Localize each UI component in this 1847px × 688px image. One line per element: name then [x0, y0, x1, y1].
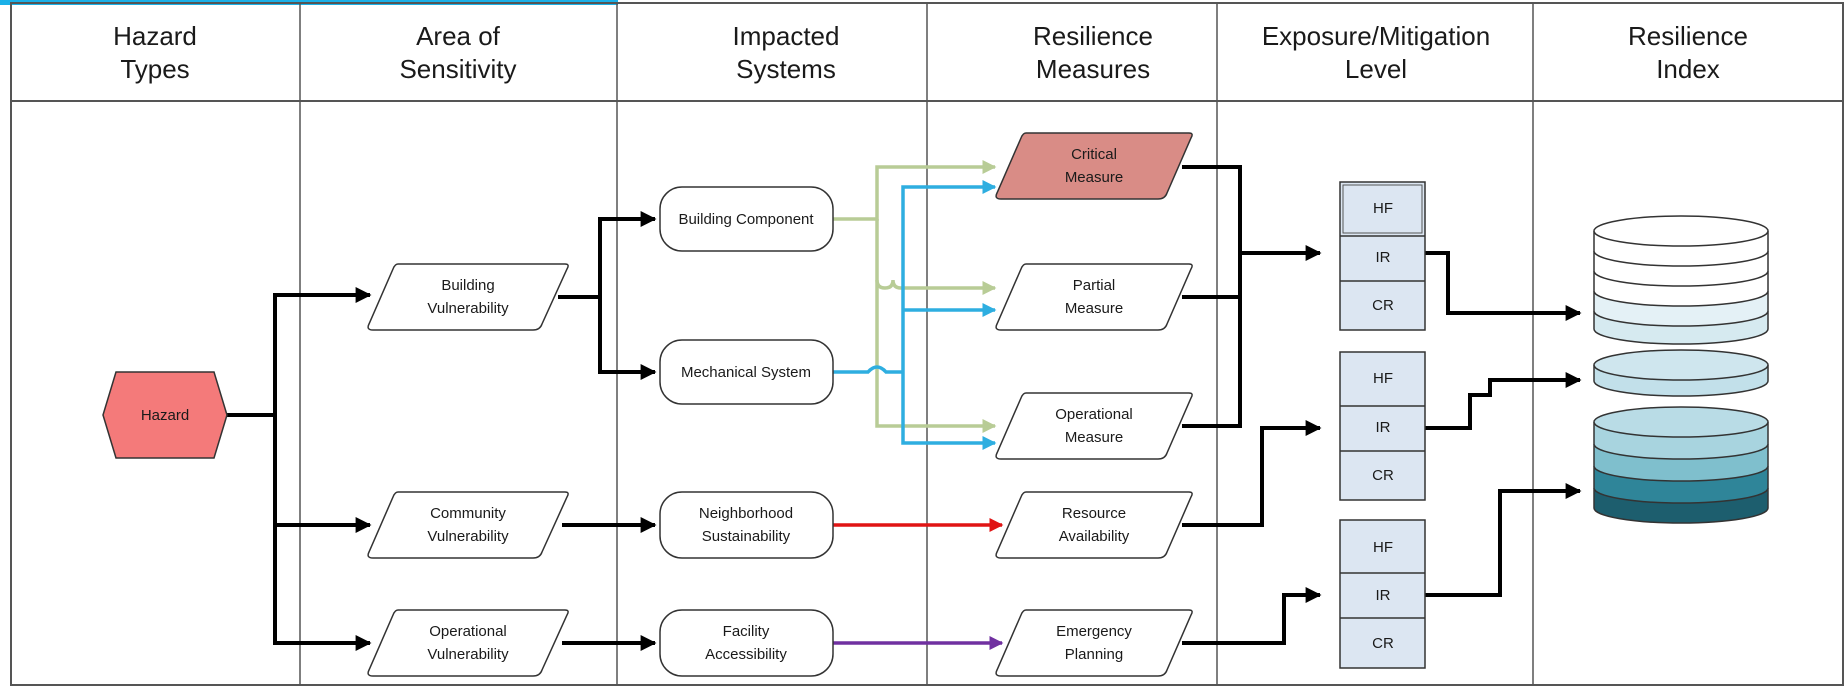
header-line1: Area of — [416, 21, 501, 51]
level-group-1: HF IR CR — [1339, 181, 1426, 331]
area-node-operational: Operational Vulnerability — [367, 609, 569, 677]
level-ir: IR — [1376, 587, 1391, 604]
measure-node-operational: Operational Measure — [995, 392, 1193, 460]
column-header-hazard-types: Hazard Types — [113, 21, 197, 84]
header-line2: Types — [120, 54, 189, 84]
hazard-label: Hazard — [141, 407, 189, 424]
index-stack-top — [1593, 215, 1769, 345]
measure-line1: Resource — [1062, 505, 1126, 522]
system-node-building-component: Building Component — [659, 186, 834, 252]
header-line2: Systems — [736, 54, 836, 84]
area-node-building: Building Vulnerability — [367, 263, 569, 331]
measure-line2: Availability — [1059, 528, 1130, 545]
hazard-node: Hazard — [102, 371, 228, 459]
header-line1: Exposure/Mitigation — [1262, 21, 1490, 51]
measure-line2: Measure — [1065, 300, 1123, 317]
system-line1: Neighborhood — [699, 505, 793, 522]
level-group-2: HF IR CR — [1339, 351, 1426, 501]
level-cr: CR — [1372, 467, 1394, 484]
index-stack-middle — [1593, 349, 1769, 397]
column-header-exposure-mitigation-level: Exposure/Mitigation Level — [1262, 21, 1490, 84]
measure-line2: Measure — [1065, 429, 1123, 446]
green-connectors — [833, 160, 997, 433]
header-line2: Sensitivity — [399, 54, 516, 84]
area-to-system-connectors — [558, 211, 657, 651]
system-line2: Sustainability — [702, 528, 791, 545]
measure-to-level-connectors — [1182, 165, 1322, 645]
index-stack-bottom — [1593, 406, 1769, 524]
area-line2: Vulnerability — [427, 646, 509, 663]
system-label: Building Component — [678, 211, 814, 228]
header-line2: Level — [1345, 54, 1407, 84]
level-hf: HF — [1373, 370, 1393, 387]
column-header-resilience-index: Resilience Index — [1628, 21, 1748, 84]
system-node-mechanical-system: Mechanical System — [659, 339, 834, 405]
level-to-index-connectors — [1425, 251, 1582, 597]
column-header-area-of-sensitivity: Area of Sensitivity — [399, 21, 516, 84]
measure-line1: Operational — [1055, 406, 1133, 423]
measure-node-critical: Critical Measure — [995, 132, 1193, 200]
header-line1: Impacted — [733, 21, 840, 51]
header-line2: Measures — [1036, 54, 1150, 84]
level-ir: IR — [1376, 249, 1391, 266]
header-line1: Resilience — [1628, 21, 1748, 51]
level-ir: IR — [1376, 419, 1391, 436]
area-line2: Vulnerability — [427, 528, 509, 545]
system-line2: Accessibility — [705, 646, 787, 663]
header-line1: Hazard — [113, 21, 197, 51]
measure-node-emergency-planning: Emergency Planning — [995, 609, 1193, 677]
area-line1: Operational — [429, 623, 507, 640]
measure-line1: Emergency — [1056, 623, 1132, 640]
measure-node-partial: Partial Measure — [995, 263, 1193, 331]
area-line2: Vulnerability — [427, 300, 509, 317]
system-node-facility: Facility Accessibility — [659, 609, 834, 677]
header-line2: Index — [1656, 54, 1720, 84]
area-line1: Community — [430, 505, 506, 522]
measure-line1: Critical — [1071, 146, 1117, 163]
measure-line1: Partial — [1073, 277, 1116, 294]
level-cr: CR — [1372, 635, 1394, 652]
area-line1: Building — [441, 277, 494, 294]
level-cr: CR — [1372, 297, 1394, 314]
level-hf: HF — [1373, 539, 1393, 556]
hazard-to-area-connectors — [227, 287, 372, 651]
blue-connectors — [833, 180, 997, 450]
column-header-impacted-systems: Impacted Systems — [733, 21, 840, 84]
measure-line2: Measure — [1065, 169, 1123, 186]
system-line1: Facility — [723, 623, 770, 640]
header-line1: Resilience — [1033, 21, 1153, 51]
system-label: Mechanical System — [681, 364, 811, 381]
level-hf: HF — [1373, 200, 1393, 217]
system-node-neighborhood: Neighborhood Sustainability — [659, 491, 834, 559]
level-group-3: HF IR CR — [1339, 519, 1426, 669]
measure-node-resource-availability: Resource Availability — [995, 491, 1193, 559]
column-header-resilience-measures: Resilience Measures — [1033, 21, 1153, 84]
area-node-community: Community Vulnerability — [367, 491, 569, 559]
measure-line2: Planning — [1065, 646, 1123, 663]
